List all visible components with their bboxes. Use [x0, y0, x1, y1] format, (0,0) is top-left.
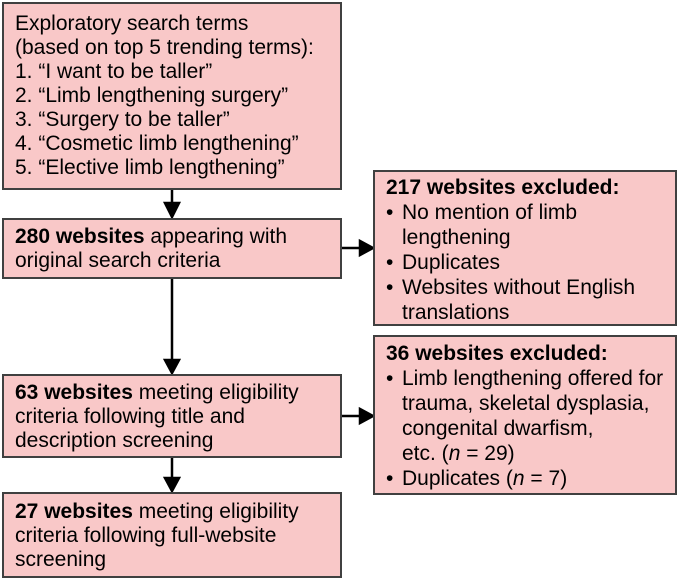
search-term-item: 5. “Elective limb lengthening”: [15, 156, 285, 179]
excluded-217-box: 217 websites excluded: • No mention of l…: [373, 170, 677, 326]
search-term-item: 4. “Cosmetic limb lengthening”: [15, 132, 299, 155]
arrow-63-to-excluded-head: [358, 406, 376, 426]
text-line: 27 websites meeting eligibility: [15, 500, 299, 523]
text-line: 280 websites appearing with: [15, 225, 288, 248]
results-280-box: 280 websites appearing with original sea…: [2, 218, 342, 279]
bullet-line-continuation: congenital dwarfism,: [386, 416, 667, 441]
text-line: (based on top 5 trending terms):: [15, 36, 314, 59]
search-term-item: 3. “Surgery to be taller”: [15, 108, 230, 131]
bullet-line: • No mention of limb: [386, 201, 578, 224]
bullet-line: • Duplicates (n = 7): [386, 467, 568, 490]
search-terms-box: Exploratory search terms (based on top 5…: [2, 2, 342, 190]
bullet-icon: •: [386, 251, 394, 274]
bullet-icon: •: [386, 467, 394, 490]
bullet-icon: •: [386, 276, 394, 299]
bullet-line: • Websites without English: [386, 276, 636, 299]
exclusion-title: 217 websites excluded:: [386, 176, 620, 199]
text-line: original search criteria: [15, 249, 221, 272]
text-line: screening: [15, 548, 107, 571]
bullet-line-continuation: etc. (n = 29): [386, 441, 667, 466]
arrow-63-to-27-head: [162, 476, 182, 494]
bullet-line: • Limb lengthening offered for: [386, 367, 664, 390]
bullet-indent: [386, 441, 402, 466]
bullet-indent: [386, 416, 402, 441]
text-line: criteria following full-website: [15, 524, 277, 547]
bullet-line: • Duplicates: [386, 251, 501, 274]
search-term-item: 2. “Limb lengthening surgery”: [15, 84, 289, 107]
arrow-280-to-excluded-head: [358, 238, 376, 258]
arrow-terms-to-280-head: [162, 201, 182, 220]
exclusion-title: 36 websites excluded:: [386, 342, 608, 365]
arrow-280-to-63-head: [162, 358, 182, 376]
bullet-indent: [386, 300, 402, 325]
bullet-indent: [386, 391, 402, 416]
bullet-line-continuation: translations: [386, 300, 667, 325]
bullet-icon: •: [386, 201, 394, 224]
search-term-item: 1. “I want to be taller”: [15, 60, 213, 83]
text-line: 63 websites meeting eligibility: [15, 381, 299, 404]
excluded-36-box: 36 websites excluded: • Limb lengthening…: [373, 335, 677, 495]
text-line: description screening: [15, 429, 214, 452]
eligible-63-box: 63 websites meeting eligibility criteria…: [2, 374, 342, 458]
bullet-indent: [386, 225, 402, 250]
bullet-line-continuation: lengthening: [386, 225, 667, 250]
bullet-icon: •: [386, 367, 394, 390]
text-line: criteria following title and: [15, 405, 245, 428]
bullet-line-continuation: trauma, skeletal dysplasia,: [386, 391, 667, 416]
eligible-27-box: 27 websites meeting eligibility criteria…: [2, 492, 342, 578]
text-line: Exploratory search terms: [15, 12, 249, 35]
